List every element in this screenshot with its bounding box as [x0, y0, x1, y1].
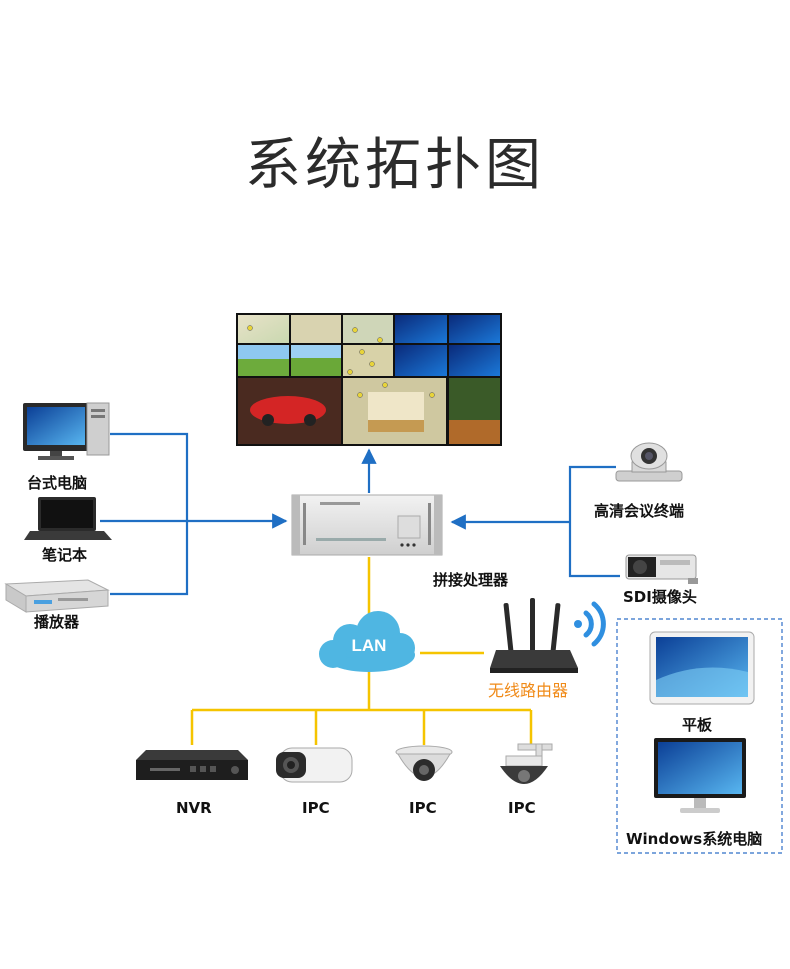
conference-label: 高清会议终端	[594, 502, 685, 520]
wireless-router-icon	[490, 598, 578, 673]
ipc1-label: IPC	[302, 799, 330, 817]
wireless-devices-group	[616, 618, 783, 854]
lan-cloud-icon	[319, 611, 415, 672]
tablet-label: 平板	[682, 716, 713, 734]
nvr-icon	[136, 750, 248, 780]
ipc2-label: IPC	[409, 799, 437, 817]
sdi-camera-label: SDI摄像头	[623, 588, 697, 606]
ipc3-label: IPC	[508, 799, 536, 817]
dome-camera-icon	[395, 745, 453, 781]
monitor-icon	[654, 738, 746, 813]
ptz-camera-icon	[500, 743, 553, 784]
desktop-pc-icon	[23, 402, 110, 460]
splice-processor-icon	[291, 494, 443, 556]
yellow-connections	[190, 557, 533, 745]
processor-label: 拼接处理器	[433, 571, 509, 589]
desktop-label: 台式电脑	[27, 474, 88, 492]
blue-connections	[100, 432, 620, 596]
video-wall-icon	[236, 313, 502, 446]
laptop-icon	[24, 497, 112, 540]
sdi-camera-icon	[625, 554, 698, 584]
player-label: 播放器	[34, 613, 80, 631]
lan-label: LAN	[351, 636, 387, 655]
wifi-signal-icon	[574, 601, 606, 647]
page-title: 系统拓扑图	[245, 133, 545, 198]
conference-camera-icon	[615, 442, 683, 482]
router-label: 无线路由器	[488, 681, 569, 700]
laptop-label: 笔记本	[42, 546, 88, 564]
bullet-camera-icon	[276, 747, 353, 783]
media-player-icon	[4, 579, 110, 613]
tablet-icon	[649, 631, 755, 705]
nvr-label: NVR	[176, 799, 212, 817]
windows-pc-label: Windows系统电脑	[626, 830, 763, 848]
